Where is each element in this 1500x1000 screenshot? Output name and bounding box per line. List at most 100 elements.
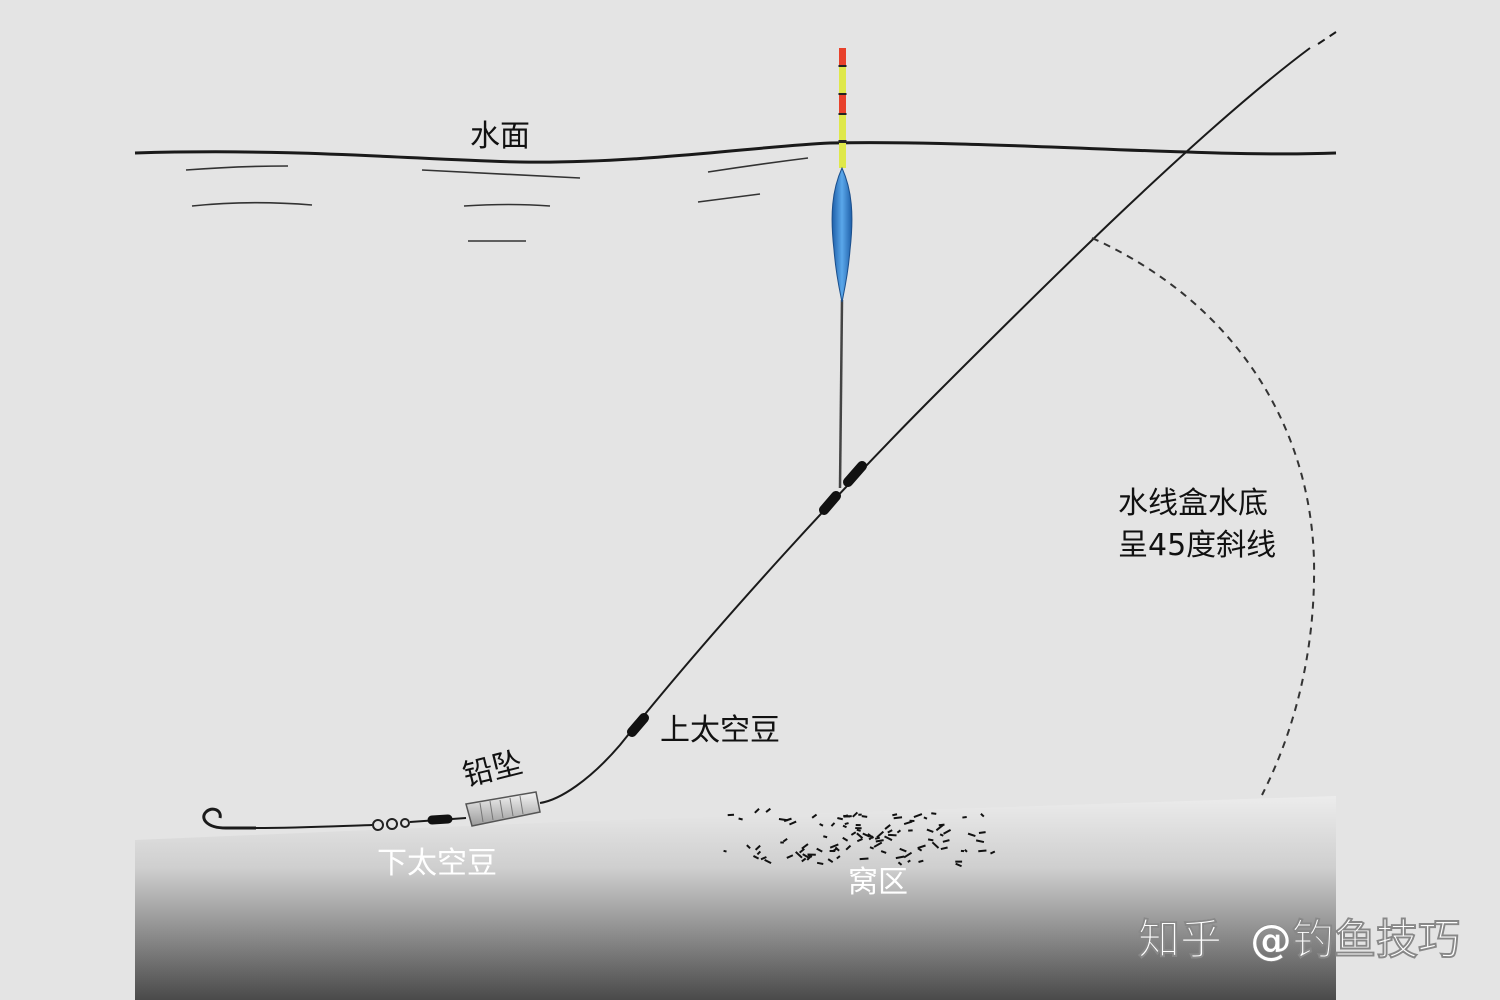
bait-speck: [723, 849, 727, 853]
bait-speck: [786, 854, 794, 859]
bait-speck: [923, 816, 928, 820]
bait-speck: [836, 855, 841, 860]
bait-speck: [765, 807, 771, 813]
bait-speck: [874, 836, 881, 840]
bait-speck: [756, 850, 762, 856]
bait-speck: [942, 839, 950, 843]
bait-speck: [845, 844, 852, 851]
bait-speck: [754, 844, 761, 851]
bait-speck: [807, 854, 813, 858]
bait-speck: [938, 823, 945, 827]
bait-speck: [967, 832, 976, 838]
bait-speck: [978, 849, 987, 853]
bait-speck: [980, 813, 985, 818]
hook-icon: [202, 807, 256, 830]
bait-speck: [754, 808, 760, 814]
bait-speck: [834, 846, 840, 852]
bait-speck: [816, 847, 823, 853]
bait-speck: [843, 814, 849, 818]
bait-speck: [880, 850, 887, 854]
bait-speck: [801, 843, 809, 850]
water-surface-label: 水面: [470, 119, 530, 154]
bait-speck: [931, 841, 940, 849]
bait-speck: [876, 830, 885, 839]
bait-speck: [964, 848, 968, 853]
watermark-brand: 知乎: [1138, 915, 1222, 964]
bait-speck: [752, 855, 760, 860]
bait-speck: [868, 835, 874, 841]
upper-bean-label: 上太空豆: [660, 713, 780, 748]
bait-speck: [802, 853, 810, 859]
float-tip: [838, 48, 847, 168]
bait-speck: [823, 835, 828, 839]
bait-speck: [830, 822, 836, 827]
bait-speck: [856, 832, 864, 839]
bait-speck: [783, 817, 792, 823]
sinker-label: 铅坠: [459, 745, 526, 793]
bait-speck: [861, 815, 868, 818]
bait-speck: [892, 813, 898, 817]
bait-speck: [893, 816, 903, 820]
bait-speck: [903, 820, 913, 826]
watermark: 知乎 @钓鱼技巧: [1138, 915, 1461, 965]
sinker: [465, 791, 541, 827]
bait-speck: [760, 856, 767, 861]
bait-speck: [931, 812, 937, 815]
bait-speck: [899, 847, 907, 853]
bait-speck: [795, 851, 803, 859]
bait-speck: [927, 838, 934, 842]
bait-speck: [842, 824, 847, 829]
upper-space-bean: [627, 713, 649, 737]
bait-speck: [875, 839, 884, 843]
bait-speck: [827, 858, 834, 863]
watermark-author: @钓鱼技巧: [1250, 915, 1460, 964]
bait-speck: [859, 857, 869, 861]
line-dashed-extension: [1317, 31, 1337, 45]
bait-speck: [850, 831, 857, 836]
angle-dashed-arc: [1091, 237, 1316, 796]
bait-speck: [896, 829, 902, 834]
bait-speck: [975, 839, 985, 844]
bait-speck: [816, 861, 824, 865]
bait-speck: [940, 846, 948, 851]
bait-speck: [856, 837, 863, 843]
bait-speck: [811, 813, 818, 819]
bait-speck: [837, 817, 844, 821]
angle-note-line2: 呈45度斜线: [1118, 528, 1276, 563]
bait-speck: [873, 841, 883, 848]
lower-space-bean: [427, 814, 453, 825]
bait-speck: [943, 828, 952, 835]
bait-speck: [819, 823, 824, 827]
bait-zone-particles: [723, 807, 996, 868]
bait-speck: [799, 848, 805, 854]
bait-speck: [852, 811, 859, 818]
hook-leader: [255, 824, 373, 829]
bait-speck: [903, 851, 913, 859]
bait-speck: [897, 861, 903, 866]
bait-speck: [746, 844, 751, 850]
bait-speck: [907, 859, 911, 863]
bait-speck: [978, 831, 986, 834]
bait-zone-label: 窝区: [848, 865, 908, 900]
bait-speck: [939, 833, 944, 837]
bait-speck: [764, 858, 772, 864]
bait-speck: [844, 822, 849, 826]
bait-speck: [990, 850, 996, 855]
bait-speck: [918, 859, 924, 863]
water-surface-line: [134, 141, 1337, 164]
bait-speck: [869, 846, 875, 850]
bait-speck: [962, 816, 967, 819]
angle-note-line1: 水线盒水底: [1118, 486, 1268, 521]
bait-speck: [856, 828, 861, 832]
bait-speck: [862, 832, 871, 838]
float-body: [831, 166, 853, 303]
bait-speck: [829, 843, 839, 849]
bait-speck: [895, 855, 905, 860]
water-ripples: [185, 157, 809, 242]
float-stem: [838, 299, 844, 489]
lower-bean-label: 下太空豆: [377, 846, 497, 881]
water-bottom: [135, 796, 1336, 1000]
bait-speck: [789, 820, 797, 826]
